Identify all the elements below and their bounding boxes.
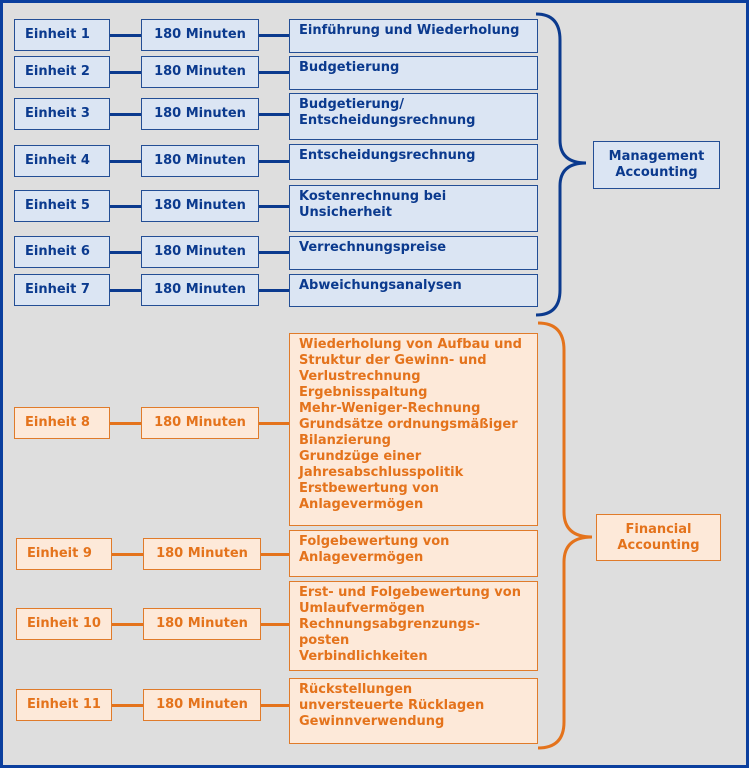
unit-box: Einheit 4	[14, 145, 110, 177]
unit-box: Einheit 2	[14, 56, 110, 88]
unit-box: Einheit 3	[14, 98, 110, 130]
unit-box: Einheit 6	[14, 236, 110, 268]
duration-box: 180 Minuten	[141, 145, 259, 177]
connector-line	[112, 553, 143, 556]
duration-box: 180 Minuten	[143, 538, 261, 570]
topic-box: Folgebewertung von Anlagevermögen	[289, 530, 538, 577]
connector-line	[259, 422, 289, 425]
topic-box: Einführung und Wiederholung	[289, 19, 538, 53]
connector-line	[110, 113, 141, 116]
duration-box: 180 Minuten	[141, 407, 259, 439]
topic-box: Wiederholung von Aufbau und Struktur der…	[289, 333, 538, 526]
duration-box: 180 Minuten	[141, 190, 259, 222]
topic-box: Rückstellungen unversteuerte Rücklagen G…	[289, 678, 538, 744]
connector-line	[110, 422, 141, 425]
unit-box: Einheit 5	[14, 190, 110, 222]
duration-box: 180 Minuten	[143, 608, 261, 640]
unit-box: Einheit 9	[16, 538, 112, 570]
topic-box: Kostenrechnung bei Unsicherheit	[289, 185, 538, 232]
connector-line	[259, 113, 289, 116]
duration-box: 180 Minuten	[141, 56, 259, 88]
connector-line	[112, 623, 143, 626]
connector-line	[110, 289, 141, 292]
connector-line	[110, 251, 141, 254]
connector-line	[259, 205, 289, 208]
unit-box: Einheit 11	[16, 689, 112, 721]
management-accounting-label: Management Accounting	[593, 141, 720, 189]
connector-line	[259, 289, 289, 292]
management-brace	[535, 12, 587, 317]
financial-accounting-label: Financial Accounting	[596, 514, 721, 561]
duration-box: 180 Minuten	[143, 689, 261, 721]
connector-line	[259, 251, 289, 254]
topic-box: Budgetierung	[289, 56, 538, 90]
duration-box: 180 Minuten	[141, 19, 259, 51]
connector-line	[259, 160, 289, 163]
duration-box: 180 Minuten	[141, 274, 259, 306]
connector-line	[261, 704, 289, 707]
connector-line	[110, 205, 141, 208]
topic-box: Budgetierung/ Entscheidungsrechnung	[289, 93, 538, 140]
topic-box: Entscheidungsrechnung	[289, 144, 538, 180]
topic-box: Erst- und Folgebewertung von Umlaufvermö…	[289, 581, 538, 671]
topic-box: Verrechnungspreise	[289, 236, 538, 270]
unit-box: Einheit 10	[16, 608, 112, 640]
unit-box: Einheit 8	[14, 407, 110, 439]
connector-line	[112, 704, 143, 707]
topic-box: Abweichungsanalysen	[289, 274, 538, 307]
connector-line	[259, 34, 289, 37]
unit-box: Einheit 1	[14, 19, 110, 51]
duration-box: 180 Minuten	[141, 236, 259, 268]
duration-box: 180 Minuten	[141, 98, 259, 130]
connector-line	[110, 34, 141, 37]
connector-line	[110, 71, 141, 74]
connector-line	[110, 160, 141, 163]
connector-line	[261, 623, 289, 626]
financial-brace	[537, 321, 593, 750]
connector-line	[259, 71, 289, 74]
connector-line	[261, 553, 289, 556]
unit-box: Einheit 7	[14, 274, 110, 306]
